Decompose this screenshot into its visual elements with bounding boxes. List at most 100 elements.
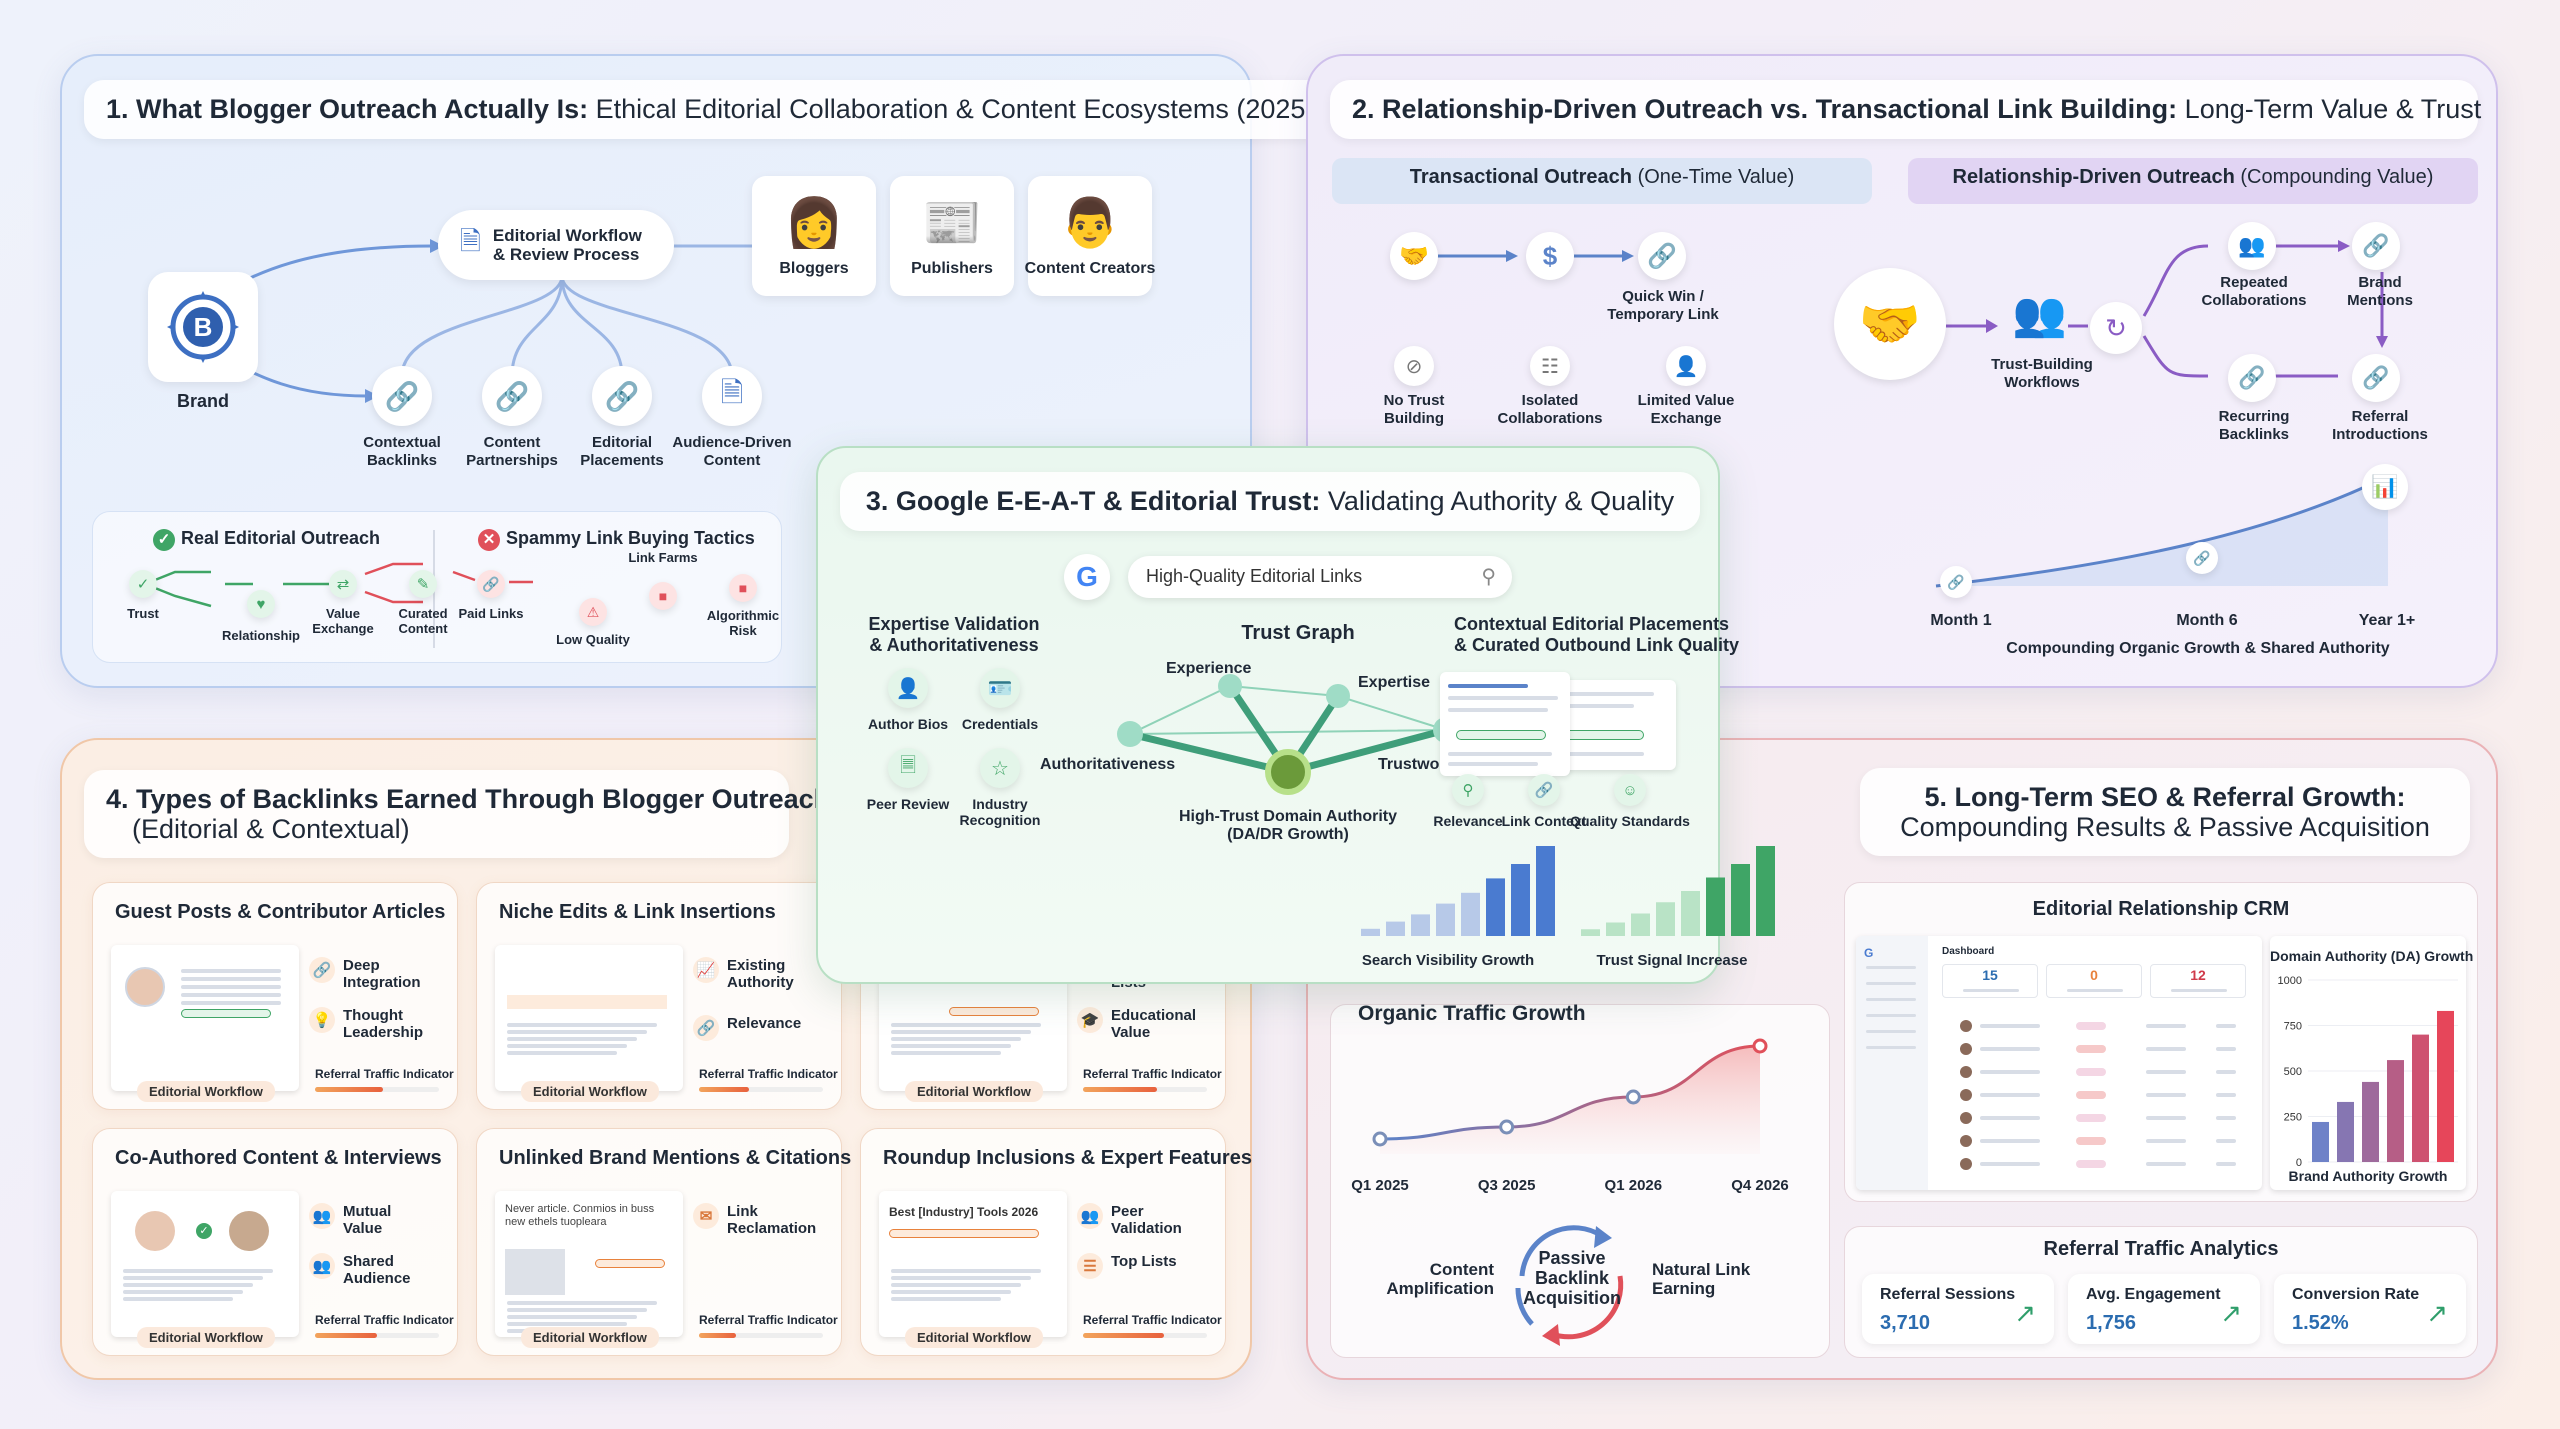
da-bar [2312,1121,2329,1162]
crm-title: Editorial Relationship CRM [2032,898,2290,920]
referral-indicator-bar [1083,1333,1207,1338]
trans-neg-label: Isolated Collaborations [1497,392,1603,427]
backlink-type-card[interactable]: Co-Authored Content & Interviews✓Editori… [92,1128,458,1356]
cycle-label: Repeated Collaborations [2201,274,2307,309]
graph-node-label: Experience [1166,660,1252,677]
card-title: Co-Authored Content & Interviews [115,1147,442,1169]
recurring-icon: 🔗 [2228,354,2276,402]
heart-icon: ♥ [247,590,275,618]
trust-graph-title: Trust Graph [1241,622,1355,644]
publisher-icon: 📰 [922,197,982,250]
da-bar [2337,1101,2354,1162]
referral-icon: 🔗 [2352,354,2400,402]
role-2: 👨Content Creators [1025,176,1155,296]
bar [1681,891,1700,936]
feature-2: 🎓Educational Value [1077,1007,1196,1041]
peer-review-icon: 🗏 [888,748,928,788]
exchange-icon: ⇄ [329,570,357,598]
expertise-label: Credentials [961,716,1039,732]
trust-workflows-label: Trust-Building Workflows [1991,356,2093,391]
link-icon: 🔗 [372,366,432,426]
panel-5-title: 5. Long-Term SEO & Referral Growth:Compo… [1860,768,2470,856]
panel-what-is-outreach: 1. What Blogger Outreach Actually Is: Et… [60,54,1406,688]
da-growth-title: Domain Authority (DA) Growth [2270,948,2474,964]
trust-icon: ✓ [129,570,157,598]
growth-chart-icon: 📊 [2362,464,2408,510]
link-context-icon: 🔗 [1528,774,1560,806]
search-visibility-label: Search Visibility Growth [1361,952,1535,969]
avatar [125,967,165,1007]
trust-signal-chart [1581,846,1775,936]
link-icon: 🔗 [592,366,652,426]
search-icon[interactable]: ⚲ [1481,566,1496,588]
search-input[interactable] [1146,566,1446,587]
da-bar [2387,1060,2404,1162]
bar [1631,913,1650,936]
document-icon: 🗎 [460,226,481,256]
trend-up-icon: ↗ [2220,1298,2242,1328]
panel-eeat: 3. Google E-E-A-T & Editorial Trust: Val… [816,446,1775,984]
organic-area [1380,1046,1760,1154]
passive-acquisition-label: Passive Backlink Acquisition [1523,1248,1621,1308]
expertise-title: Expertise Validation & Authoritativeness [868,614,1040,655]
referral-indicator-bar [1083,1087,1207,1092]
google-icon: G [1064,554,1110,600]
feature-icon: ☰ [1077,1253,1103,1279]
cycle-icon: ↻ [2090,302,2142,354]
role-1: 📰Publishers [890,176,1014,296]
natural-link-label: Natural Link Earning [1652,1260,1751,1298]
warning-icon: ⚠ [579,598,607,626]
crm-status-badge [2076,1160,2106,1168]
trust-signal-label: Trust Signal Increase [1596,952,1748,969]
relationship-header: Relationship-Driven Outreach (Compoundin… [1908,158,2478,204]
crm-status-badge [2076,1045,2106,1053]
edit-icon: ✎ [409,570,437,598]
panel-2-title: 2. Relationship-Driven Outreach vs. Tran… [1330,80,2481,139]
mention-icon: 🔗 [2352,222,2400,270]
crm-row-avatar [1960,1135,1972,1147]
feature-2: 🔗Relevance [693,1015,801,1041]
da-ytick: 1000 [2278,975,2302,987]
google-icon: G [1864,946,1874,960]
article-mock-left [1440,672,1570,776]
article-mock: ✓ [111,1191,299,1337]
da-ytick: 500 [2284,1066,2302,1078]
feature-1: 📈Existing Authority [693,957,794,991]
expertise-label: Industry Recognition [959,796,1041,828]
organic-xtick: Q3 2025 [1478,1177,1536,1194]
da-ytick: 750 [2284,1021,2302,1033]
timeline-label: Month 1 [1930,612,1992,629]
roundup-text: Best [Industry] Tools 2026 [889,1205,1039,1219]
crm-status-badge [2076,1068,2106,1076]
bar [1656,902,1675,936]
organic-point [1625,1089,1641,1105]
quality-icon: ☺ [1614,774,1646,806]
dollar-icon: $ [1526,232,1574,280]
bar [1461,892,1480,936]
trend-up-icon: ↗ [2014,1298,2036,1328]
da-bar [2412,1034,2429,1162]
article-mock: Best [Industry] Tools 2026 [879,1191,1067,1337]
transactional-header: Transactional Outreach (One-Time Value) [1332,158,1872,204]
editorial-workflow-node: 🗎 Editorial Workflow & Review Process [438,210,674,280]
check-icon: ✓ [196,1223,212,1239]
spam-step-label: Low Quality [556,632,630,647]
card-title: Niche Edits & Link Insertions [499,901,776,923]
handshake-icon: 🤝 [1390,232,1438,280]
paid-link-icon: 🔗 [477,570,505,598]
search-bar[interactable]: ⚲ [1128,556,1512,598]
creator-icon: 👨 [1060,197,1120,250]
referral-indicator-label: Referral Traffic Indicator [1083,1067,1222,1081]
link-farm-icon: ■ [649,582,677,610]
author-icon: 👤 [888,668,928,708]
group-icon: 👥 [2012,290,2067,339]
